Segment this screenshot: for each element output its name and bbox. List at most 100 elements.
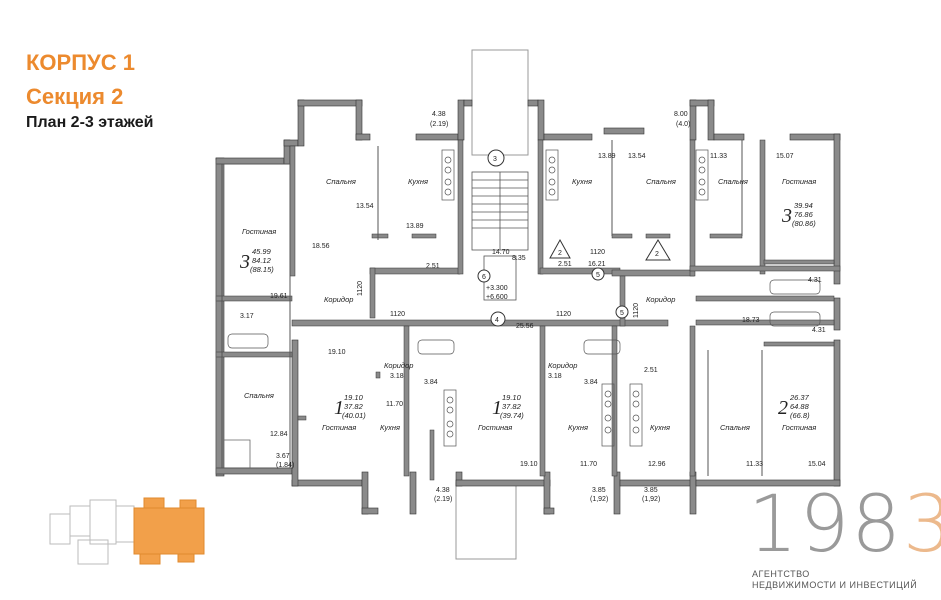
room-label-kitchen: Кухня [650,423,670,432]
svg-text:(1.84): (1.84) [276,462,294,469]
room-label-kitchen: Кухня [408,177,428,186]
svg-text:1120: 1120 [556,311,571,318]
marker-6: 6 [482,274,486,281]
svg-text:3.67: 3.67 [276,453,290,460]
svg-text:(39.74): (39.74) [500,411,524,420]
marker-4: 4 [495,317,499,324]
key-plan [49,497,205,565]
svg-text:(2.19): (2.19) [434,496,452,503]
svg-text:84.12: 84.12 [252,256,272,265]
marker-5: 5 [620,310,624,317]
svg-text:4.38: 4.38 [432,111,446,118]
agency-logo-number: 1983 [748,480,941,570]
agency-logo-line1: АГЕНТСТВО [752,569,810,579]
svg-text:1: 1 [334,397,344,419]
svg-text:39.94: 39.94 [794,201,813,210]
room-label-bedroom: Спальня [718,177,748,186]
agency-logo-line2: НЕДВИЖИМОСТИ И ИНВЕСТИЦИЙ [752,580,918,590]
svg-text:(2.19): (2.19) [430,121,448,128]
svg-text:+3.300: +3.300 [486,285,508,292]
svg-text:37.82: 37.82 [344,402,364,411]
svg-text:2.51: 2.51 [426,263,440,270]
svg-text:13.89: 13.89 [598,153,616,160]
svg-text:3.18: 3.18 [390,373,404,380]
svg-text:3: 3 [781,205,792,227]
svg-text:3.84: 3.84 [424,379,438,386]
building-title: КОРПУС 1 [26,50,135,75]
svg-text:19.10: 19.10 [502,393,522,402]
apartment-a3: 1 19.10 37.82 (40.01) [334,393,366,420]
svg-text:(1,92): (1,92) [642,496,660,503]
svg-text:3.84: 3.84 [584,379,598,386]
svg-text:2: 2 [778,397,788,419]
svg-text:8.35: 8.35 [512,255,526,262]
svg-text:19.61: 19.61 [270,293,288,300]
room-label-corridor: Коридор [384,361,413,370]
apartment-a1: 3 45.99 84.12 (88.15) [239,247,274,274]
svg-text:11.70: 11.70 [386,401,403,408]
room-label-kitchen: Кухня [572,177,592,186]
svg-text:76.86: 76.86 [794,210,814,219]
svg-text:3.85: 3.85 [592,487,606,494]
axis-markers: 3 4 5 5 6 2 2 [477,149,671,327]
svg-text:13.54: 13.54 [356,203,374,210]
staircase [471,171,529,251]
svg-text:2.51: 2.51 [644,367,658,374]
apartment-a2: 3 39.94 76.86 (80.86) [781,201,816,228]
svg-text:26.37: 26.37 [789,393,810,402]
interior-walls [215,139,841,481]
svg-text:(88.15): (88.15) [250,265,274,274]
room-label-bedroom: Спальня [326,177,356,186]
top-shaft [471,49,529,156]
marker-3: 3 [493,156,497,163]
marker-5: 5 [596,272,600,279]
marker-2: 2 [558,250,562,257]
svg-text:25.56: 25.56 [516,323,534,330]
room-label-kitchen: Кухня [380,423,400,432]
svg-text:1120: 1120 [357,281,364,296]
svg-text:18.56: 18.56 [312,243,330,250]
svg-text:8.00: 8.00 [674,111,688,118]
svg-text:3: 3 [239,251,250,273]
svg-text:11.33: 11.33 [746,461,763,468]
svg-text:14.70: 14.70 [492,249,510,256]
svg-text:+6.600: +6.600 [486,294,508,301]
bathtubs [227,279,821,355]
svg-text:16.21: 16.21 [588,261,606,268]
svg-text:1120: 1120 [390,311,405,318]
section-title: Секция 2 [26,84,124,109]
svg-text:1: 1 [492,397,502,419]
room-label-corridor: Коридор [324,295,353,304]
svg-text:13.89: 13.89 [406,223,424,230]
room-label-bedroom: Спальня [646,177,676,186]
svg-text:3.17: 3.17 [240,313,254,320]
svg-text:19.10: 19.10 [520,461,538,468]
svg-text:4.31: 4.31 [808,277,822,284]
room-label-bedroom: Спальня [720,423,750,432]
svg-text:(40.01): (40.01) [342,411,366,420]
svg-text:(80.86): (80.86) [792,219,816,228]
room-label-kitchen: Кухня [568,423,588,432]
room-labels: Спальня Кухня Кухня Спальня Спальня Гост… [242,177,816,432]
svg-text:11.33: 11.33 [710,153,727,160]
svg-text:12.84: 12.84 [270,431,288,438]
bay-windows [215,160,251,474]
svg-text:3.85: 3.85 [644,487,658,494]
svg-text:11.70: 11.70 [580,461,597,468]
partition-lines [221,140,763,476]
svg-text:1120: 1120 [590,249,605,256]
svg-text:37.82: 37.82 [502,402,522,411]
svg-text:3.18: 3.18 [548,373,562,380]
svg-text:64.88: 64.88 [790,402,810,411]
svg-text:19.10: 19.10 [328,349,346,356]
svg-text:(1,92): (1,92) [590,496,608,503]
room-label-corridor: Коридор [646,295,675,304]
svg-text:18.73: 18.73 [742,317,760,324]
svg-text:2.51: 2.51 [558,261,572,268]
room-label-living: Гостиная [242,227,276,236]
apartment-badges: 3 45.99 84.12 (88.15) 3 39.94 76.86 (80.… [239,201,816,420]
room-label-bedroom: Спальня [244,391,274,400]
room-label-living: Гостиная [782,423,816,432]
room-label-corridor: Коридор [548,361,577,370]
